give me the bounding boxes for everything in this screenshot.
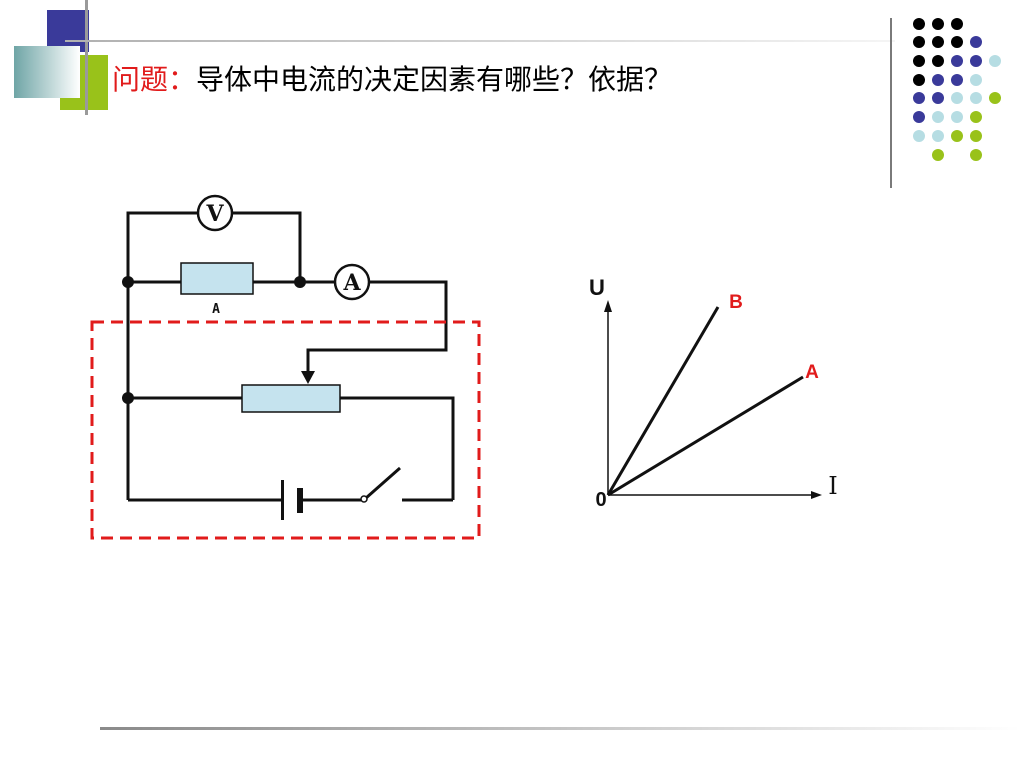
footer-rule <box>100 727 1020 730</box>
corner-blue-block <box>47 10 89 52</box>
resistor-label: A <box>212 302 220 317</box>
right-vertical-rule <box>890 18 892 188</box>
origin-label: 0 <box>595 489 606 511</box>
title-body: 导体中电流的决定因素有哪些？依据？ <box>196 63 673 96</box>
x-axis-arrow-icon <box>811 491 822 499</box>
junction-dot <box>294 276 306 288</box>
junction-dot <box>122 276 134 288</box>
ui-graph: U I 0 B A <box>589 275 838 511</box>
line-a <box>607 375 804 497</box>
y-axis-label: U <box>589 275 605 300</box>
header-rule <box>65 40 895 42</box>
slide-title: 问题：导体中电流的决定因素有哪些？依据？ <box>112 60 672 100</box>
line-b <box>606 306 720 496</box>
voltmeter-icon: V <box>196 194 234 232</box>
resistor-icon <box>180 262 254 295</box>
battery-icon <box>281 480 303 520</box>
ammeter-label: A <box>342 270 361 296</box>
corner-vertical-line <box>85 0 88 115</box>
y-axis-arrow-icon <box>604 300 612 312</box>
line-b-label: B <box>729 292 743 313</box>
dashed-region-box <box>90 320 481 540</box>
x-axis-label: I <box>828 472 837 500</box>
title-prefix: 问题： <box>112 63 197 96</box>
dot-grid <box>913 18 1001 161</box>
slider-arrow-icon <box>301 371 315 384</box>
switch-icon <box>360 495 368 503</box>
ammeter-icon: A <box>333 263 371 301</box>
corner-teal-block <box>14 46 80 98</box>
line-a-label: A <box>805 362 819 383</box>
circuit-diagram: V A A <box>90 194 481 540</box>
junction-dot <box>122 392 134 404</box>
rheostat-icon <box>241 384 341 413</box>
voltmeter-label: V <box>205 201 224 227</box>
